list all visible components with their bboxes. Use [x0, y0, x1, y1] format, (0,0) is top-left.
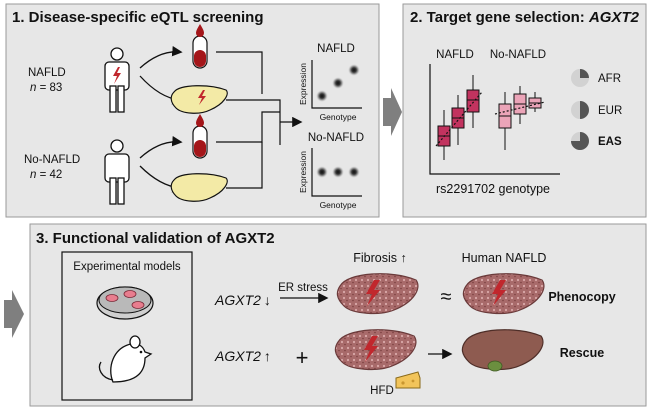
person-non-nafld-icon	[104, 139, 130, 205]
pop-label-afr: AFR	[598, 73, 621, 85]
plot1-dot	[348, 64, 360, 76]
plot1-dot	[316, 90, 328, 102]
boxplot-xlabel: rs2291702 genotype	[436, 182, 550, 196]
boxplot-non-nafld-group	[494, 86, 546, 150]
group1-n: n = 83	[30, 82, 62, 94]
fibrosis-label: Fibrosis ↑	[353, 251, 406, 265]
boxplot-nafld-group	[435, 75, 483, 160]
mouse-icon	[98, 335, 153, 383]
healthy-liver-icon	[170, 173, 228, 202]
row1-arrow: ↓	[264, 292, 271, 308]
group1-n-symbol: n	[30, 82, 36, 94]
plot1-xlabel: Genotype	[320, 112, 357, 122]
plot1-axes	[311, 60, 362, 109]
population-frequency-pies: AFR EUR EAS	[571, 69, 622, 150]
panel1-title: 1. Disease-specific eQTL screening	[12, 9, 264, 26]
panel3-title: 3. Functional validation of AGXT2	[36, 230, 275, 247]
plot2-dot	[316, 166, 328, 178]
plot1-dot	[332, 77, 344, 89]
pie-afr: AFR	[571, 69, 621, 87]
pie-eur: EUR	[571, 101, 622, 119]
boxplot-group1-label: NAFLD	[436, 49, 474, 61]
panel2-title-gene: AGXT2	[588, 9, 640, 26]
pie-slice-afr	[580, 69, 589, 78]
row2-gene-up: AGXT2↑	[214, 348, 271, 364]
models-label: Experimental models	[73, 261, 181, 273]
pie-eas: EAS	[571, 132, 622, 150]
row2-arrow: ↑	[264, 348, 271, 364]
pie-slice-eas	[571, 132, 589, 150]
plot2-ylabel: Expression	[298, 151, 308, 193]
panel2-title-prefix: 2. Target gene selection:	[410, 9, 589, 26]
panel-target-selection: 2. Target gene selection: AGXT2 NAFLD No…	[402, 3, 647, 218]
group1-n-value: = 83	[36, 82, 62, 94]
row1-gene-down: AGXT2↓	[214, 292, 271, 308]
petri-dish-icon	[96, 286, 154, 320]
box-nafld-g3	[466, 89, 480, 113]
blood-tube-icon	[192, 114, 208, 159]
pop-label-eur: EUR	[598, 105, 622, 117]
panel2-title: 2. Target gene selection: AGXT2	[410, 9, 640, 26]
flow-arrow-2-to-3	[4, 290, 24, 338]
plot2-dot	[348, 166, 360, 178]
eqtl-plot-nafld: NAFLD Expression Genotype	[298, 43, 362, 122]
group2-label: No-NAFLD	[24, 154, 80, 166]
plot1-title: NAFLD	[317, 43, 355, 55]
experimental-models-box: Experimental models	[61, 251, 193, 401]
human-fibrotic-liver-icon	[462, 273, 545, 315]
plot2-dot	[332, 166, 344, 178]
group2-n-value: = 42	[36, 169, 62, 181]
phenocopy-label: Phenocopy	[548, 290, 615, 304]
plot2-axes	[311, 148, 362, 197]
rescue-label: Rescue	[560, 346, 605, 360]
pie-slice-eur	[580, 101, 589, 119]
panel-functional-validation: 3. Functional validation of AGXT2 Experi…	[29, 223, 647, 407]
group2-n: n = 42	[30, 169, 62, 181]
hfd-label: HFD	[370, 385, 394, 397]
row2-gene: AGXT2	[214, 348, 261, 364]
trend-non-nafld	[494, 101, 546, 115]
eqtl-plot-non-nafld: No-NAFLD Expression Genotype	[298, 132, 364, 210]
merge-connectors	[216, 51, 281, 189]
boxplot-axes	[429, 64, 560, 175]
approx-symbol: ≈	[441, 286, 452, 308]
row1-gene: AGXT2	[214, 292, 261, 308]
human-nafld-label: Human NAFLD	[462, 251, 547, 265]
er-stress-label: ER stress	[278, 282, 328, 294]
rescued-liver-icon	[461, 329, 544, 372]
plot2-title: No-NAFLD	[308, 132, 364, 144]
cheese-icon	[395, 371, 421, 389]
person-nafld-icon	[104, 47, 130, 113]
plus-symbol: +	[296, 345, 309, 370]
group1-label: NAFLD	[28, 67, 66, 79]
blood-tube-icon	[192, 24, 208, 69]
fibrotic-liver-icon	[336, 273, 419, 315]
flow-arrow-1-to-2	[383, 88, 402, 136]
pop-label-eas: EAS	[598, 136, 622, 148]
arrow-person2-to-blood	[139, 136, 183, 159]
plot2-xlabel: Genotype	[320, 200, 357, 210]
panel-eqtl-screening: 1. Disease-specific eQTL screening NAFLD…	[5, 3, 380, 218]
group2-n-symbol: n	[30, 169, 36, 181]
boxplot-group2-label: No-NAFLD	[490, 49, 546, 61]
fatty-liver-icon	[170, 85, 228, 114]
arrow-person1-to-blood	[139, 46, 183, 69]
plot1-ylabel: Expression	[298, 63, 308, 105]
hfd-fibrotic-liver-icon	[334, 329, 417, 371]
